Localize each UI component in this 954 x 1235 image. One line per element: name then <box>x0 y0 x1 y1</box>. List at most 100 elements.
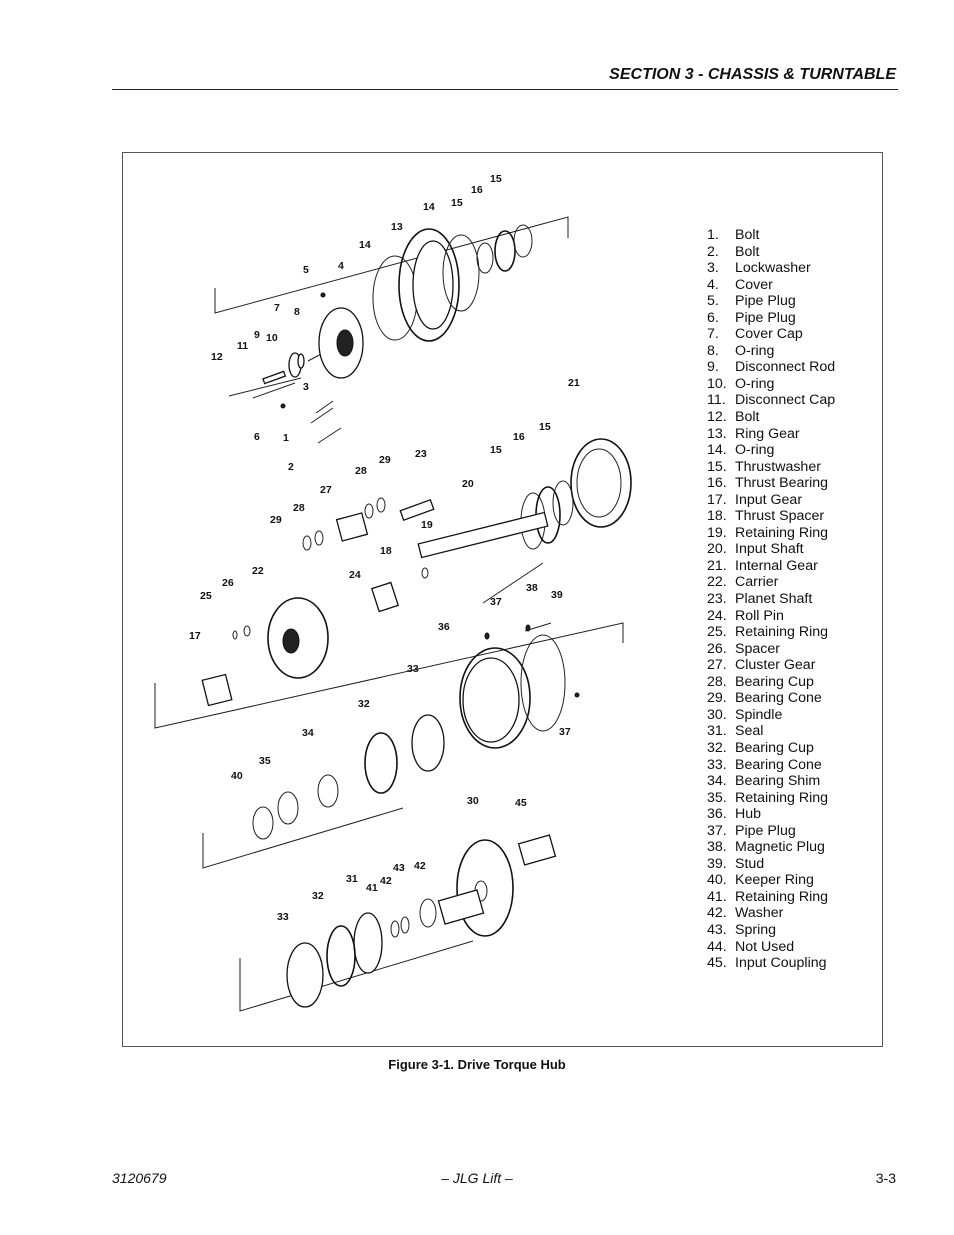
callout-26: 26 <box>222 577 234 589</box>
hub-assembly <box>252 622 580 840</box>
parts-list-item: 44.Not Used <box>707 939 835 956</box>
part-number: 19. <box>707 524 727 541</box>
callout-18: 18 <box>380 545 392 557</box>
callout-28-upper: 28 <box>355 465 367 477</box>
callout-33-lower: 33 <box>277 911 289 923</box>
part-name: Cluster Gear <box>735 657 816 674</box>
callout-35: 35 <box>259 755 271 767</box>
part-number: 13. <box>707 425 727 442</box>
callout-7: 7 <box>274 302 280 314</box>
callout-3: 3 <box>303 381 309 393</box>
part-number: 29. <box>707 690 727 707</box>
callout-33-upper: 33 <box>407 663 419 675</box>
part-name: Bolt <box>735 243 760 260</box>
parts-list-item: 18.Thrust Spacer <box>707 508 835 525</box>
part-name: Carrier <box>735 574 779 591</box>
callout-11: 11 <box>237 340 248 352</box>
parts-list-item: 21.Internal Gear <box>707 558 835 575</box>
callout-34: 34 <box>302 727 314 739</box>
part-number: 42. <box>707 905 727 922</box>
callout-12: 12 <box>211 351 223 363</box>
part-name: Bearing Cone <box>735 756 822 773</box>
part-name: Retaining Ring <box>735 888 829 905</box>
part-name: Internal Gear <box>735 557 818 574</box>
part-number: 6. <box>707 309 719 326</box>
callout-10: 10 <box>266 332 278 344</box>
part-name: Planet Shaft <box>735 591 813 608</box>
callout-8: 8 <box>294 306 300 318</box>
part-name: Ring Gear <box>735 425 800 442</box>
parts-list-item: 10.O-ring <box>707 376 835 393</box>
part-name: O-ring <box>735 442 775 459</box>
callout-29-lower: 29 <box>270 514 282 526</box>
part-number: 38. <box>707 839 727 856</box>
part-number: 17. <box>707 491 727 508</box>
callout-5: 5 <box>303 264 309 276</box>
part-name: Spindle <box>735 706 783 723</box>
part-number: 37. <box>707 822 727 839</box>
exploded-diagram: 1 2 3 4 5 6 7 8 9 10 11 12 13 14 14 15 1… <box>154 173 632 1012</box>
parts-list-item: 32.Bearing Cup <box>707 740 835 757</box>
callout-37-upper: 37 <box>490 596 502 608</box>
callout-14-left: 14 <box>359 239 371 251</box>
parts-list-item: 16.Thrust Bearing <box>707 475 835 492</box>
callout-36: 36 <box>438 621 450 633</box>
part-number: 18. <box>707 508 727 525</box>
part-number: 3. <box>707 260 719 277</box>
callout-15-top: 15 <box>490 173 502 185</box>
part-name: Lockwasher <box>735 260 811 277</box>
parts-list-item: 33.Bearing Cone <box>707 757 835 774</box>
spindle-assembly <box>286 834 557 1008</box>
part-name: Roll Pin <box>735 607 784 624</box>
assembly-axis-lines <box>154 216 624 1012</box>
part-number: 16. <box>707 475 727 492</box>
callout-24: 24 <box>349 569 361 581</box>
part-name: Washer <box>735 905 784 922</box>
callout-45: 45 <box>515 797 527 809</box>
callout-41: 41 <box>366 882 378 894</box>
parts-list-item: 35.Retaining Ring <box>707 790 835 807</box>
part-number: 24. <box>707 607 727 624</box>
part-name: Cover Cap <box>735 326 803 343</box>
part-name: Input Gear <box>735 491 803 508</box>
figure-caption: Figure 3-1. Drive Torque Hub <box>388 1057 566 1072</box>
part-name: Magnetic Plug <box>735 839 825 856</box>
parts-list-item: 4.Cover <box>707 277 835 294</box>
parts-list-item: 1.Bolt <box>707 227 835 244</box>
part-name: Bearing Cup <box>735 673 814 690</box>
footer-brand: – JLG Lift – <box>441 1170 513 1186</box>
parts-list-item: 22.Carrier <box>707 574 835 591</box>
callout-42-left: 42 <box>380 875 392 887</box>
parts-list-item: 42. Washer <box>707 905 835 922</box>
part-number: 28. <box>707 673 727 690</box>
callout-28-lower: 28 <box>293 502 305 514</box>
section-title: SECTION 3 - CHASSIS & TURNTABLE <box>609 66 896 83</box>
part-name: Bearing Cup <box>735 739 814 756</box>
parts-list-item: 26.Spacer <box>707 641 835 658</box>
part-number: 27. <box>707 657 727 674</box>
callout-13: 13 <box>391 221 403 233</box>
callout-27: 27 <box>320 484 332 496</box>
part-name: Retaining Ring <box>735 524 829 541</box>
part-number: 4. <box>707 276 719 293</box>
parts-list-item: 8.O-ring <box>707 343 835 360</box>
part-name: O-ring <box>735 342 775 359</box>
parts-list-item: 27. Cluster Gear <box>707 657 835 674</box>
part-number: 20. <box>707 541 727 558</box>
part-name: Pipe Plug <box>735 293 796 310</box>
part-number: 23. <box>707 591 727 608</box>
parts-list-item: 6.Pipe Plug <box>707 310 835 327</box>
callout-23: 23 <box>415 448 427 460</box>
part-name: Hub <box>735 806 762 823</box>
parts-list-item: 7.Cover Cap <box>707 326 835 343</box>
parts-list-item: 12.Bolt <box>707 409 835 426</box>
part-number: 11. <box>707 392 726 409</box>
parts-list-item: 36.Hub <box>707 806 835 823</box>
callout-40: 40 <box>231 770 243 782</box>
callout-43: 43 <box>393 862 405 874</box>
parts-list-item: 31.Seal <box>707 723 835 740</box>
part-name: Bolt <box>735 409 760 426</box>
parts-list-item: 17. Input Gear <box>707 492 835 509</box>
parts-list-item: 15.Thrustwasher <box>707 459 835 476</box>
part-name: Keeper Ring <box>735 872 814 889</box>
